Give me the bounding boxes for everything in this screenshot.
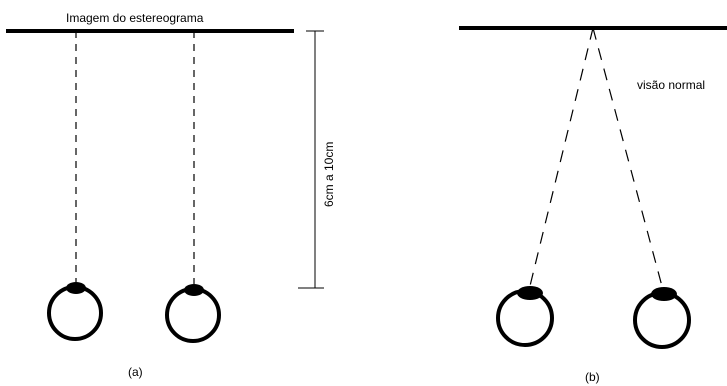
distance-label: 6cm a 10cm: [322, 142, 336, 207]
right-eye: [165, 284, 221, 343]
caption-a: (a): [128, 365, 143, 379]
right-eyeball-b: [633, 291, 691, 349]
right-pupil-b: [651, 287, 677, 301]
left-eyeball: [47, 285, 103, 341]
left-eye-b: [496, 286, 554, 347]
panel-b: visão normal (b): [459, 26, 727, 384]
panel-a: Imagem do estereograma 6cm a 10cm (a): [6, 11, 336, 379]
normal-vision-label: visão normal: [637, 78, 705, 92]
right-sight-line-b: [592, 27, 664, 291]
right-eye-b: [633, 287, 691, 349]
left-sight-line-b: [528, 27, 594, 291]
right-eyeball: [165, 287, 221, 343]
left-eye: [47, 282, 103, 341]
right-pupil: [184, 284, 204, 296]
stereogram-image-label: Imagem do estereograma: [66, 11, 204, 25]
left-pupil: [66, 282, 86, 294]
distance-dimension: 6cm a 10cm: [298, 30, 336, 289]
left-pupil-b: [517, 286, 543, 300]
caption-b: (b): [585, 370, 600, 384]
